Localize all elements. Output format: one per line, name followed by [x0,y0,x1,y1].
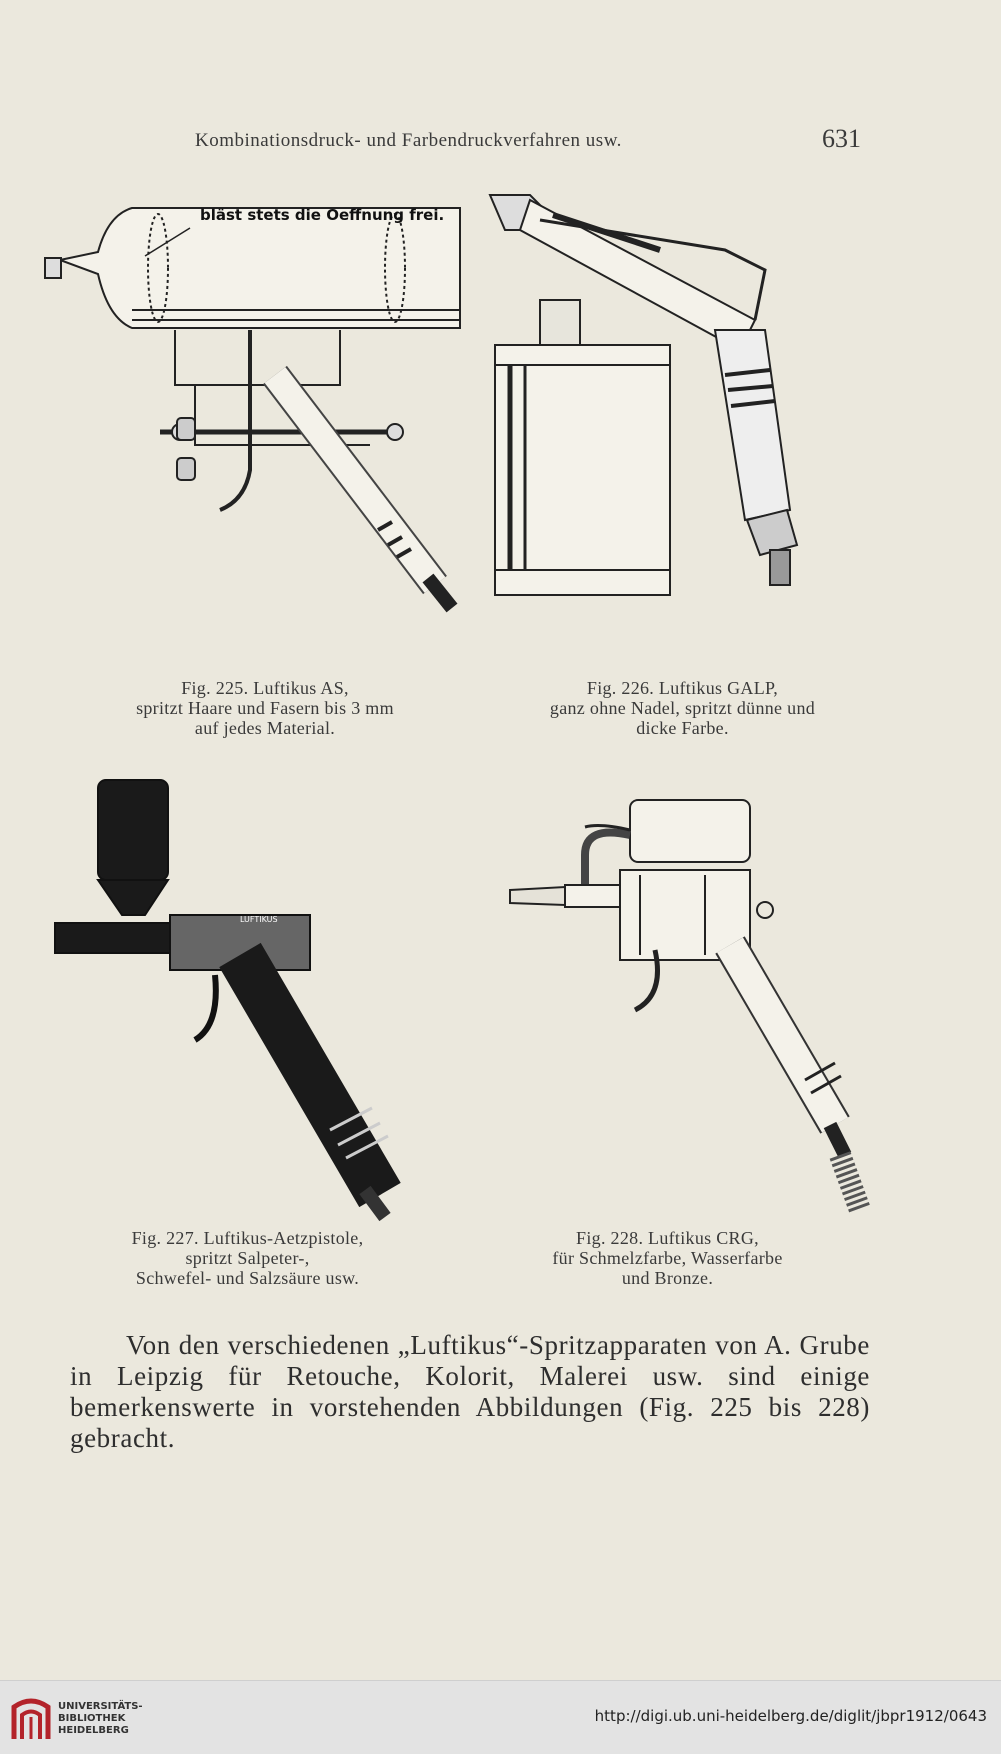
caption-line: Fig. 226. Luftikus GALP, [586,678,779,698]
caption-line: Fig. 227. Luftikus-Aetzpistole, [131,1228,364,1248]
figure-226-caption: Fig. 226. Luftikus GALP, ganz ohne Nadel… [490,678,875,738]
figure-228-airbrush-image [509,799,871,1214]
figure-226-airbrush-image [488,194,799,596]
caption-line: ganz ohne Nadel, spritzt dünne und [549,698,816,718]
caption-line: Fig. 225. Luftikus AS, [181,678,349,698]
library-name-line: HEIDELBERG [58,1725,129,1736]
library-name-line: BIBLIOTHEK [58,1713,126,1724]
figure-227-caption: Fig. 227. Luftikus-Aetzpistole, spritzt … [50,1228,445,1288]
source-url-link[interactable]: http://digi.ub.uni-heidelberg.de/diglit/… [594,1707,987,1725]
figure-227-etching-pistol-image: LUFTIKUS [54,779,401,1222]
caption-line: Fig. 228. Luftikus CRG, [576,1228,759,1248]
caption-line: dicke Farbe. [636,718,729,738]
library-name-line: UNIVERSITÄTS- [58,1701,143,1712]
body-paragraph-container: Von den verschiedenen „Luftikus“-Spritza… [70,1330,870,1454]
running-header: Kombinationsdruck- und Farbendruckverfah… [195,130,622,151]
body-paragraph: Von den verschiedenen „Luftikus“-Spritza… [70,1330,870,1453]
caption-line: und Bronze. [621,1268,714,1288]
university-library-logo-icon [11,1698,51,1739]
digitization-footer: UNIVERSITÄTS- BIBLIOTHEK HEIDELBERG http… [0,1680,1001,1754]
figure-225-inscription: bläst stets die Oeffnung frei. [200,206,444,224]
figure-228-caption: Fig. 228. Luftikus CRG, für Schmelzfarbe… [480,1228,855,1288]
page-number: 631 [822,124,861,153]
caption-line: spritzt Salpeter-, [185,1248,310,1268]
caption-line: Schwefel- und Salzsäure usw. [135,1268,360,1288]
library-name: UNIVERSITÄTS- BIBLIOTHEK HEIDELBERG [58,1701,143,1737]
caption-line: auf jedes Material. [194,718,336,738]
caption-line: spritzt Haare und Fasern bis 3 mm [136,698,394,718]
caption-line: für Schmelzfarbe, Wasserfarbe [552,1248,783,1268]
book-page: Kombinationsdruck- und Farbendruckverfah… [44,124,875,1454]
figure-225-airbrush-image: bläst stets die Oeffnung frei. [44,206,461,613]
figure-225-caption: Fig. 225. Luftikus AS, spritzt Haare und… [90,678,440,738]
figure-227-brand-mark: LUFTIKUS [240,915,278,924]
